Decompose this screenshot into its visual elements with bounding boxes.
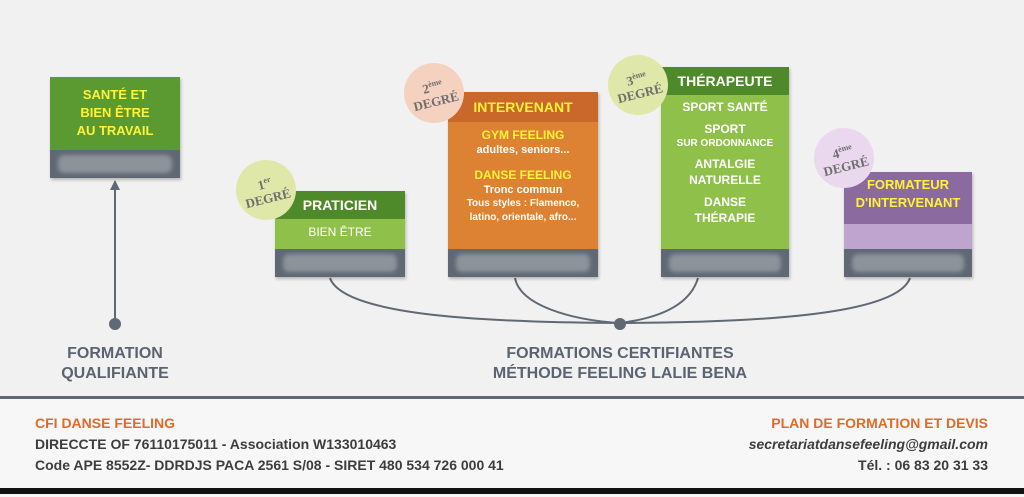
card-footer-blurred <box>448 249 598 277</box>
degree-1-word: DEGRÉ <box>243 185 293 211</box>
therapeute-line7: THÉRAPIE <box>694 211 756 225</box>
footer-code-ape: Code APE 8552Z- DDRDJS PACA 2561 S/08 - … <box>35 457 504 473</box>
card-footer-blurred <box>844 249 972 277</box>
bottom-bar <box>0 488 1024 494</box>
footer-direccte: DIRECCTE OF 76110175011 - Association W1… <box>35 436 397 452</box>
danse-feeling-line3: latino, orientale, afro... <box>469 212 577 223</box>
degree-4-sup: ème <box>837 142 853 155</box>
footer-phone: Tél. : 06 83 20 31 33 <box>858 457 988 473</box>
card-formateur: FORMATEUR D'INTERVENANT <box>844 172 972 277</box>
certifiantes-line2: MÉTHODE FEELING LALIE BENA <box>492 365 748 382</box>
footer-plan-formation: PLAN DE FORMATION ET DEVIS <box>771 415 988 431</box>
sante-line1: SANTÉ ET <box>82 87 148 102</box>
danse-feeling-line2: Tous styles : Flamenco, <box>466 198 580 209</box>
therapeute-line3: SUR ORDONNANCE <box>676 138 774 149</box>
curve-intervenant <box>514 277 621 324</box>
label-formations-certifiantes: FORMATIONS CERTIFIANTES MÉTHODE FEELING … <box>460 344 780 384</box>
danse-feeling-line1: Tronc commun <box>483 184 563 196</box>
card-footer-blurred <box>275 249 405 277</box>
footer: CFI DANSE FEELING DIRECCTE OF 7611017501… <box>0 396 1024 497</box>
degree-1-sup: er <box>262 175 272 186</box>
card-praticien: PRATICIEN BIEN ÊTRE <box>275 191 405 277</box>
gym-feeling-sub: adultes, seniors... <box>476 144 570 156</box>
degree-3-word: DEGRÉ <box>615 80 665 106</box>
praticien-title: PRATICIEN <box>275 191 405 219</box>
therapeute-line6: DANSE <box>703 195 746 209</box>
qualifiante-node <box>109 318 121 330</box>
therapeute-line4: ANTALGIE <box>694 157 756 171</box>
praticien-body: BIEN ÊTRE <box>308 225 372 239</box>
curve-praticien <box>329 277 621 324</box>
therapeute-line5: NATURELLE <box>689 173 761 187</box>
therapeute-line2: SPORT <box>704 122 746 136</box>
degree-2-sup: ème <box>427 77 443 90</box>
card-sante-bien-etre: SANTÉ ET BIEN ÊTRE AU TRAVAIL <box>50 77 180 178</box>
certifiantes-node <box>614 318 626 330</box>
gym-feeling-title: GYM FEELING <box>481 128 565 142</box>
therapeute-title: THÉRAPEUTE <box>661 67 789 95</box>
formateur-line1: FORMATEUR <box>866 177 950 192</box>
qualifiante-line2: QUALIFIANTE <box>61 365 169 382</box>
arrow-up-icon <box>110 180 120 190</box>
intervenant-title: INTERVENANT <box>448 92 598 122</box>
curve-formateur <box>619 277 911 324</box>
danse-feeling-title: DANSE FEELING <box>474 168 572 182</box>
sante-line3: AU TRAVAIL <box>76 123 154 138</box>
therapeute-line1: SPORT SANTÉ <box>682 100 768 114</box>
certifiantes-line1: FORMATIONS CERTIFIANTES <box>506 345 734 362</box>
qualifiante-line1: FORMATION <box>67 345 163 362</box>
degree-2-word: DEGRÉ <box>411 88 461 114</box>
sante-line2: BIEN ÊTRE <box>80 105 150 120</box>
card-intervenant: INTERVENANT GYM FEELING adultes, seniors… <box>448 92 598 277</box>
degree-3-sup: ème <box>631 69 647 82</box>
card-footer-blurred <box>661 249 789 277</box>
degree-4-word: DEGRÉ <box>821 153 871 179</box>
card-footer-blurred <box>50 150 180 178</box>
footer-org-name: CFI DANSE FEELING <box>35 415 176 431</box>
formateur-line2: D'INTERVENANT <box>855 195 961 210</box>
card-therapeute: THÉRAPEUTE SPORT SANTÉ SPORT SUR ORDONNA… <box>661 67 789 277</box>
label-formation-qualifiante: FORMATION QUALIFIANTE <box>35 344 195 384</box>
curve-therapeute <box>619 277 699 324</box>
footer-email-link[interactable]: secretariatdansefeeling@gmail.com <box>748 436 988 452</box>
